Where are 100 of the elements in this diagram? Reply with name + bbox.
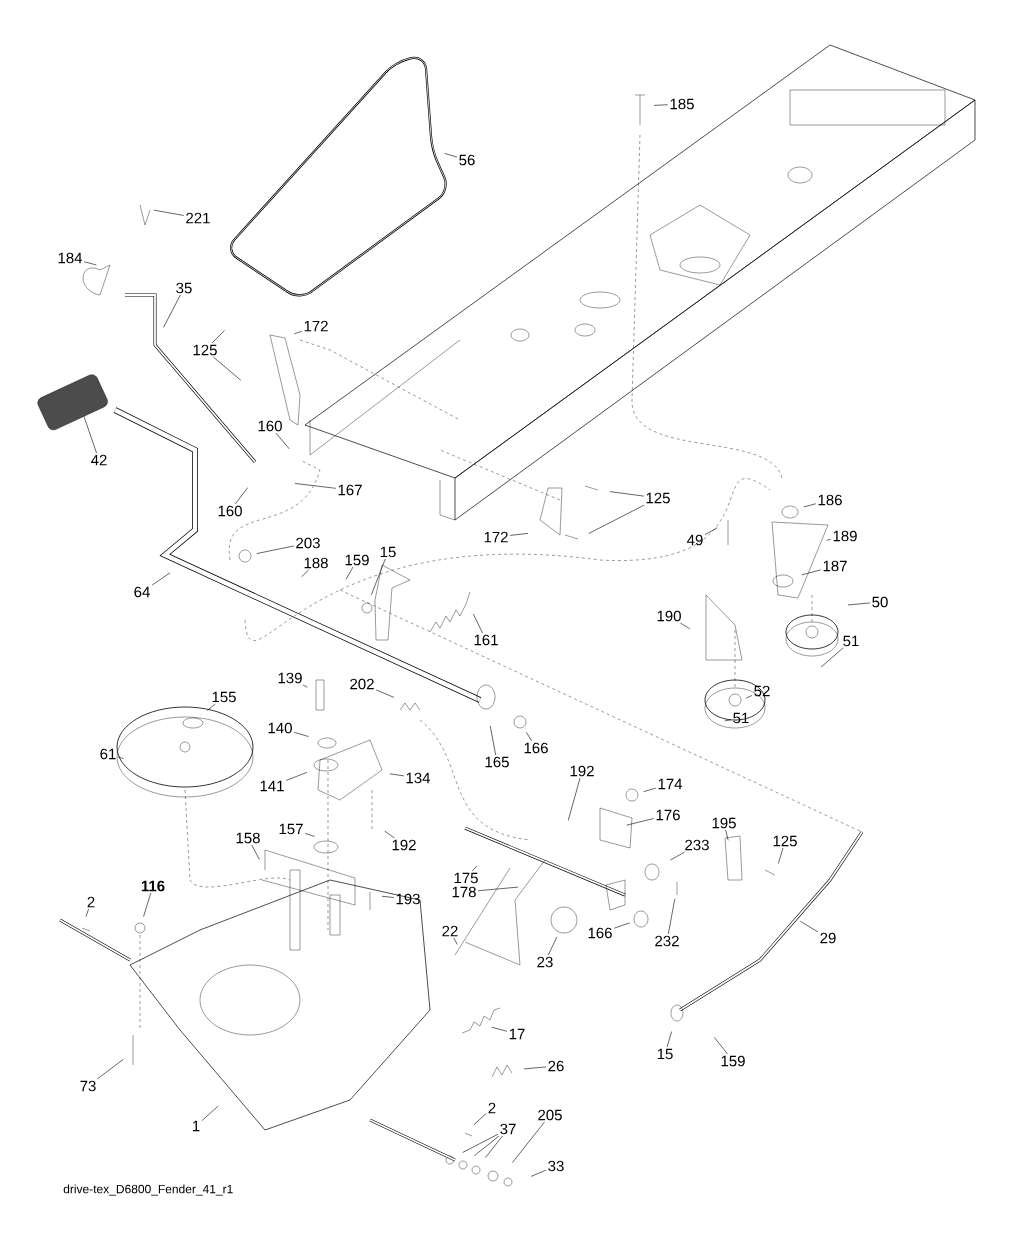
callout-number: 193	[396, 893, 420, 905]
leader-line	[714, 1037, 728, 1055]
callout-number: 158	[236, 832, 260, 844]
callout-number: 61	[100, 748, 116, 760]
leader-line	[724, 719, 732, 722]
leader-line	[83, 416, 97, 454]
leader-line	[153, 209, 185, 216]
callout-number: 165	[485, 756, 509, 768]
leader-line	[304, 833, 315, 837]
leader-line	[201, 1105, 219, 1121]
leader-line	[626, 818, 655, 826]
leader-line	[613, 922, 630, 929]
callout-number: 166	[588, 927, 612, 939]
callout-number: 157	[279, 823, 303, 835]
leader-line	[643, 787, 657, 792]
callout-number: 42	[91, 454, 107, 466]
leader-line	[567, 777, 581, 821]
leader-line	[485, 1135, 503, 1158]
leader-line	[207, 703, 216, 711]
callout-number: 185	[670, 98, 694, 110]
leader-line	[462, 1133, 499, 1153]
callout-number: 221	[186, 212, 210, 224]
leader-line	[491, 1026, 508, 1032]
callout-number: 189	[833, 530, 857, 542]
leader-line	[778, 847, 784, 864]
leader-line	[609, 491, 645, 497]
callout-number: 166	[524, 742, 548, 754]
callout-number: 125	[646, 492, 670, 504]
leader-line	[151, 572, 171, 586]
leader-line	[301, 569, 309, 577]
callout-number: 186	[818, 494, 842, 506]
callout-number: 184	[58, 252, 83, 264]
leader-line	[826, 539, 832, 541]
callout-number: 159	[345, 554, 369, 566]
leader-line	[803, 503, 817, 508]
leader-line	[512, 1121, 545, 1163]
leader-line	[213, 356, 242, 381]
leader-line	[548, 936, 558, 956]
leader-line	[670, 851, 685, 861]
leader-line	[668, 898, 676, 935]
leader-line	[384, 830, 395, 839]
callout-number: 192	[392, 839, 416, 851]
callout-number: 15	[657, 1048, 673, 1060]
leader-line	[472, 613, 483, 634]
callout-number: 22	[442, 925, 458, 937]
leader-line	[235, 487, 249, 505]
callout-number: 56	[459, 154, 475, 166]
callout-number: 178	[452, 886, 476, 898]
leader-line	[489, 725, 496, 756]
callout-number: 37	[500, 1123, 516, 1135]
callout-number: 1	[192, 1120, 200, 1132]
callout-number: 202	[350, 678, 374, 690]
callout-number: 155	[212, 691, 236, 703]
callout-number: 160	[218, 505, 242, 517]
callout-number: 116	[141, 880, 165, 892]
callout-number: 139	[278, 672, 302, 684]
leader-line	[285, 772, 308, 781]
leader-line	[799, 920, 819, 933]
callout-number: 50	[872, 596, 888, 608]
leader-line	[143, 892, 152, 917]
leader-line	[251, 844, 260, 860]
callout-number: 188	[304, 557, 328, 569]
leader-line	[801, 569, 822, 576]
leader-line	[83, 261, 97, 266]
leader-line	[389, 773, 405, 777]
leader-line	[293, 330, 303, 335]
callout-number: 172	[484, 531, 508, 543]
leader-line	[745, 695, 753, 699]
callout-number: 205	[538, 1109, 562, 1121]
leader-line	[381, 895, 395, 898]
leader-line	[444, 153, 458, 158]
callout-number: 141	[260, 780, 284, 792]
callout-number: 134	[406, 772, 431, 784]
callout-number: 29	[820, 932, 836, 944]
leader-line	[293, 731, 309, 737]
leader-line	[275, 432, 290, 450]
callout-number: 33	[548, 1160, 564, 1172]
leader-line	[680, 622, 691, 630]
leader-line	[704, 527, 718, 535]
leader-line	[294, 483, 337, 489]
callout-number: 2	[488, 1102, 496, 1114]
leader-line	[847, 602, 871, 606]
leader-line	[530, 1169, 547, 1177]
leader-line	[85, 908, 89, 917]
leader-line	[256, 545, 295, 554]
callout-number: 73	[80, 1080, 96, 1092]
callout-number: 233	[685, 839, 709, 851]
leader-line	[477, 886, 519, 891]
callout-number: 187	[823, 560, 847, 572]
callout-number: 203	[296, 537, 320, 549]
callout-number: 192	[570, 765, 594, 777]
callout-number: 140	[268, 722, 292, 734]
callout-number: 52	[754, 685, 770, 697]
leader-line	[588, 504, 645, 534]
callout-number: 26	[548, 1060, 564, 1072]
leader-line	[473, 1113, 487, 1126]
callout-number: 51	[843, 635, 859, 647]
callout-number: 167	[338, 484, 362, 496]
callout-number: 64	[134, 586, 150, 598]
callout-number: 125	[193, 344, 217, 356]
